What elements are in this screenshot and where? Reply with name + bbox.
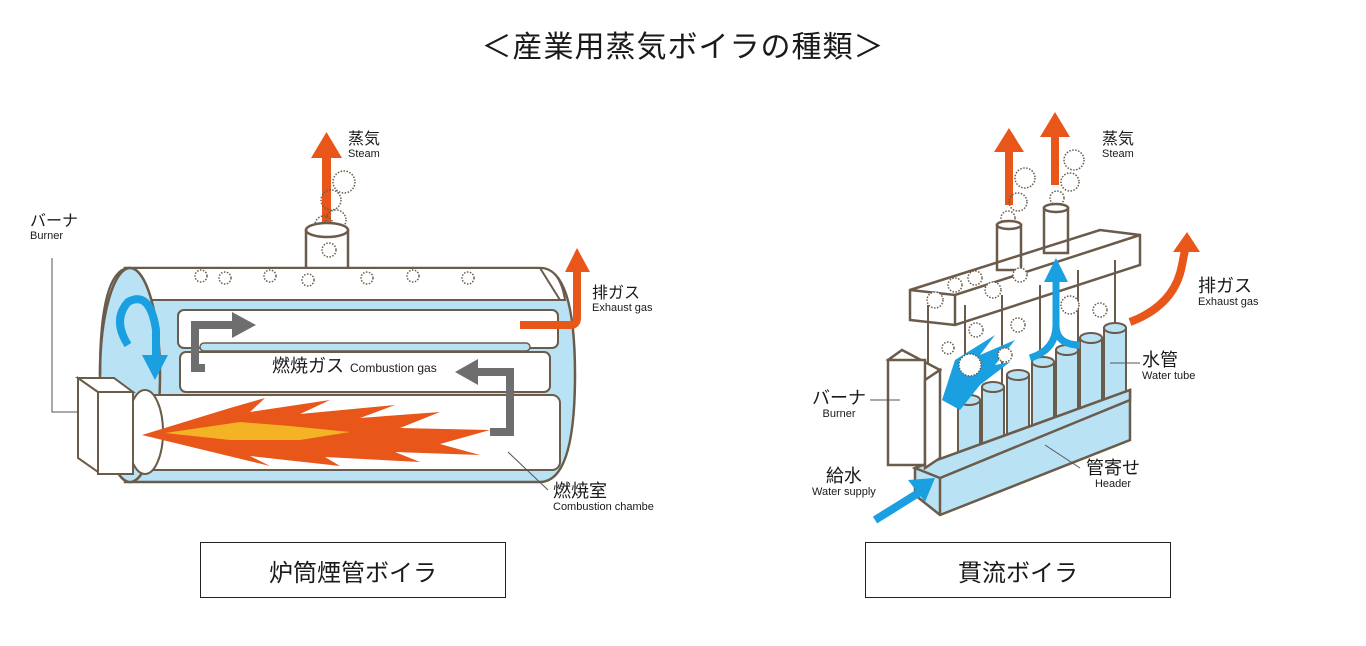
label-burner-left: バーナ Burner: [30, 211, 79, 243]
label-burner-right: バーナ Burner: [812, 388, 866, 421]
steam-bubbles-icon: [1000, 149, 1085, 226]
steam-arrow-icon: [994, 112, 1070, 205]
chamber-leader-line: [507, 451, 549, 491]
label-water-tube: 水管 Water tube: [1142, 350, 1196, 383]
combustion-gas-arrow-icon: [191, 321, 514, 436]
steam-arrow-icon: [311, 132, 342, 230]
header-leader-line: [1044, 444, 1081, 469]
water-supply-arrow-icon: [872, 478, 935, 524]
gas-arrowhead-icon: [455, 359, 478, 385]
flame-icon: [142, 398, 490, 466]
blue-flame-icon: [942, 335, 1015, 410]
exhaust-arrow-icon: [520, 248, 590, 329]
burner-box-icon: [885, 348, 943, 471]
once-through-boiler-diagram: [870, 112, 1200, 524]
label-exhaust-left: 排ガス Exhaust gas: [592, 283, 653, 315]
label-exhaust-right: 排ガス Exhaust gas: [1198, 276, 1259, 309]
label-steam-left: 蒸気 Steam: [348, 129, 381, 161]
exhaust-arrow-icon: [1128, 232, 1200, 326]
water-bubbles-icon: [926, 267, 1108, 377]
caption-firetube-boiler: 炉筒煙管ボイラ: [200, 542, 506, 598]
upper-header-frame: [908, 228, 1142, 327]
circulation-arrow-icon: [116, 295, 168, 380]
label-combustion-chamber: 燃焼室 Combustion chambe: [553, 481, 654, 514]
steam-outlet-icon: [304, 221, 350, 272]
gas-arrowhead-icon: [232, 312, 256, 338]
label-steam-right: 蒸気 Steam: [1102, 129, 1135, 161]
label-header: 管寄せ Header: [1086, 458, 1140, 491]
firetube-boiler-diagram: [51, 132, 590, 491]
burner-box-icon: [74, 376, 137, 475]
caption-once-through-boiler: 貫流ボイラ: [865, 542, 1171, 598]
page-title: ＜産業用蒸気ボイラの種類＞: [481, 30, 885, 65]
water-flow-arrow-icon: [1028, 258, 1081, 362]
label-water-supply: 給水 Water supply: [812, 466, 876, 499]
water-bubbles-icon: [194, 269, 475, 287]
burner-leader-line: [51, 258, 78, 413]
label-combustion-gas: 燃焼ガス Combustion gas: [272, 356, 437, 377]
